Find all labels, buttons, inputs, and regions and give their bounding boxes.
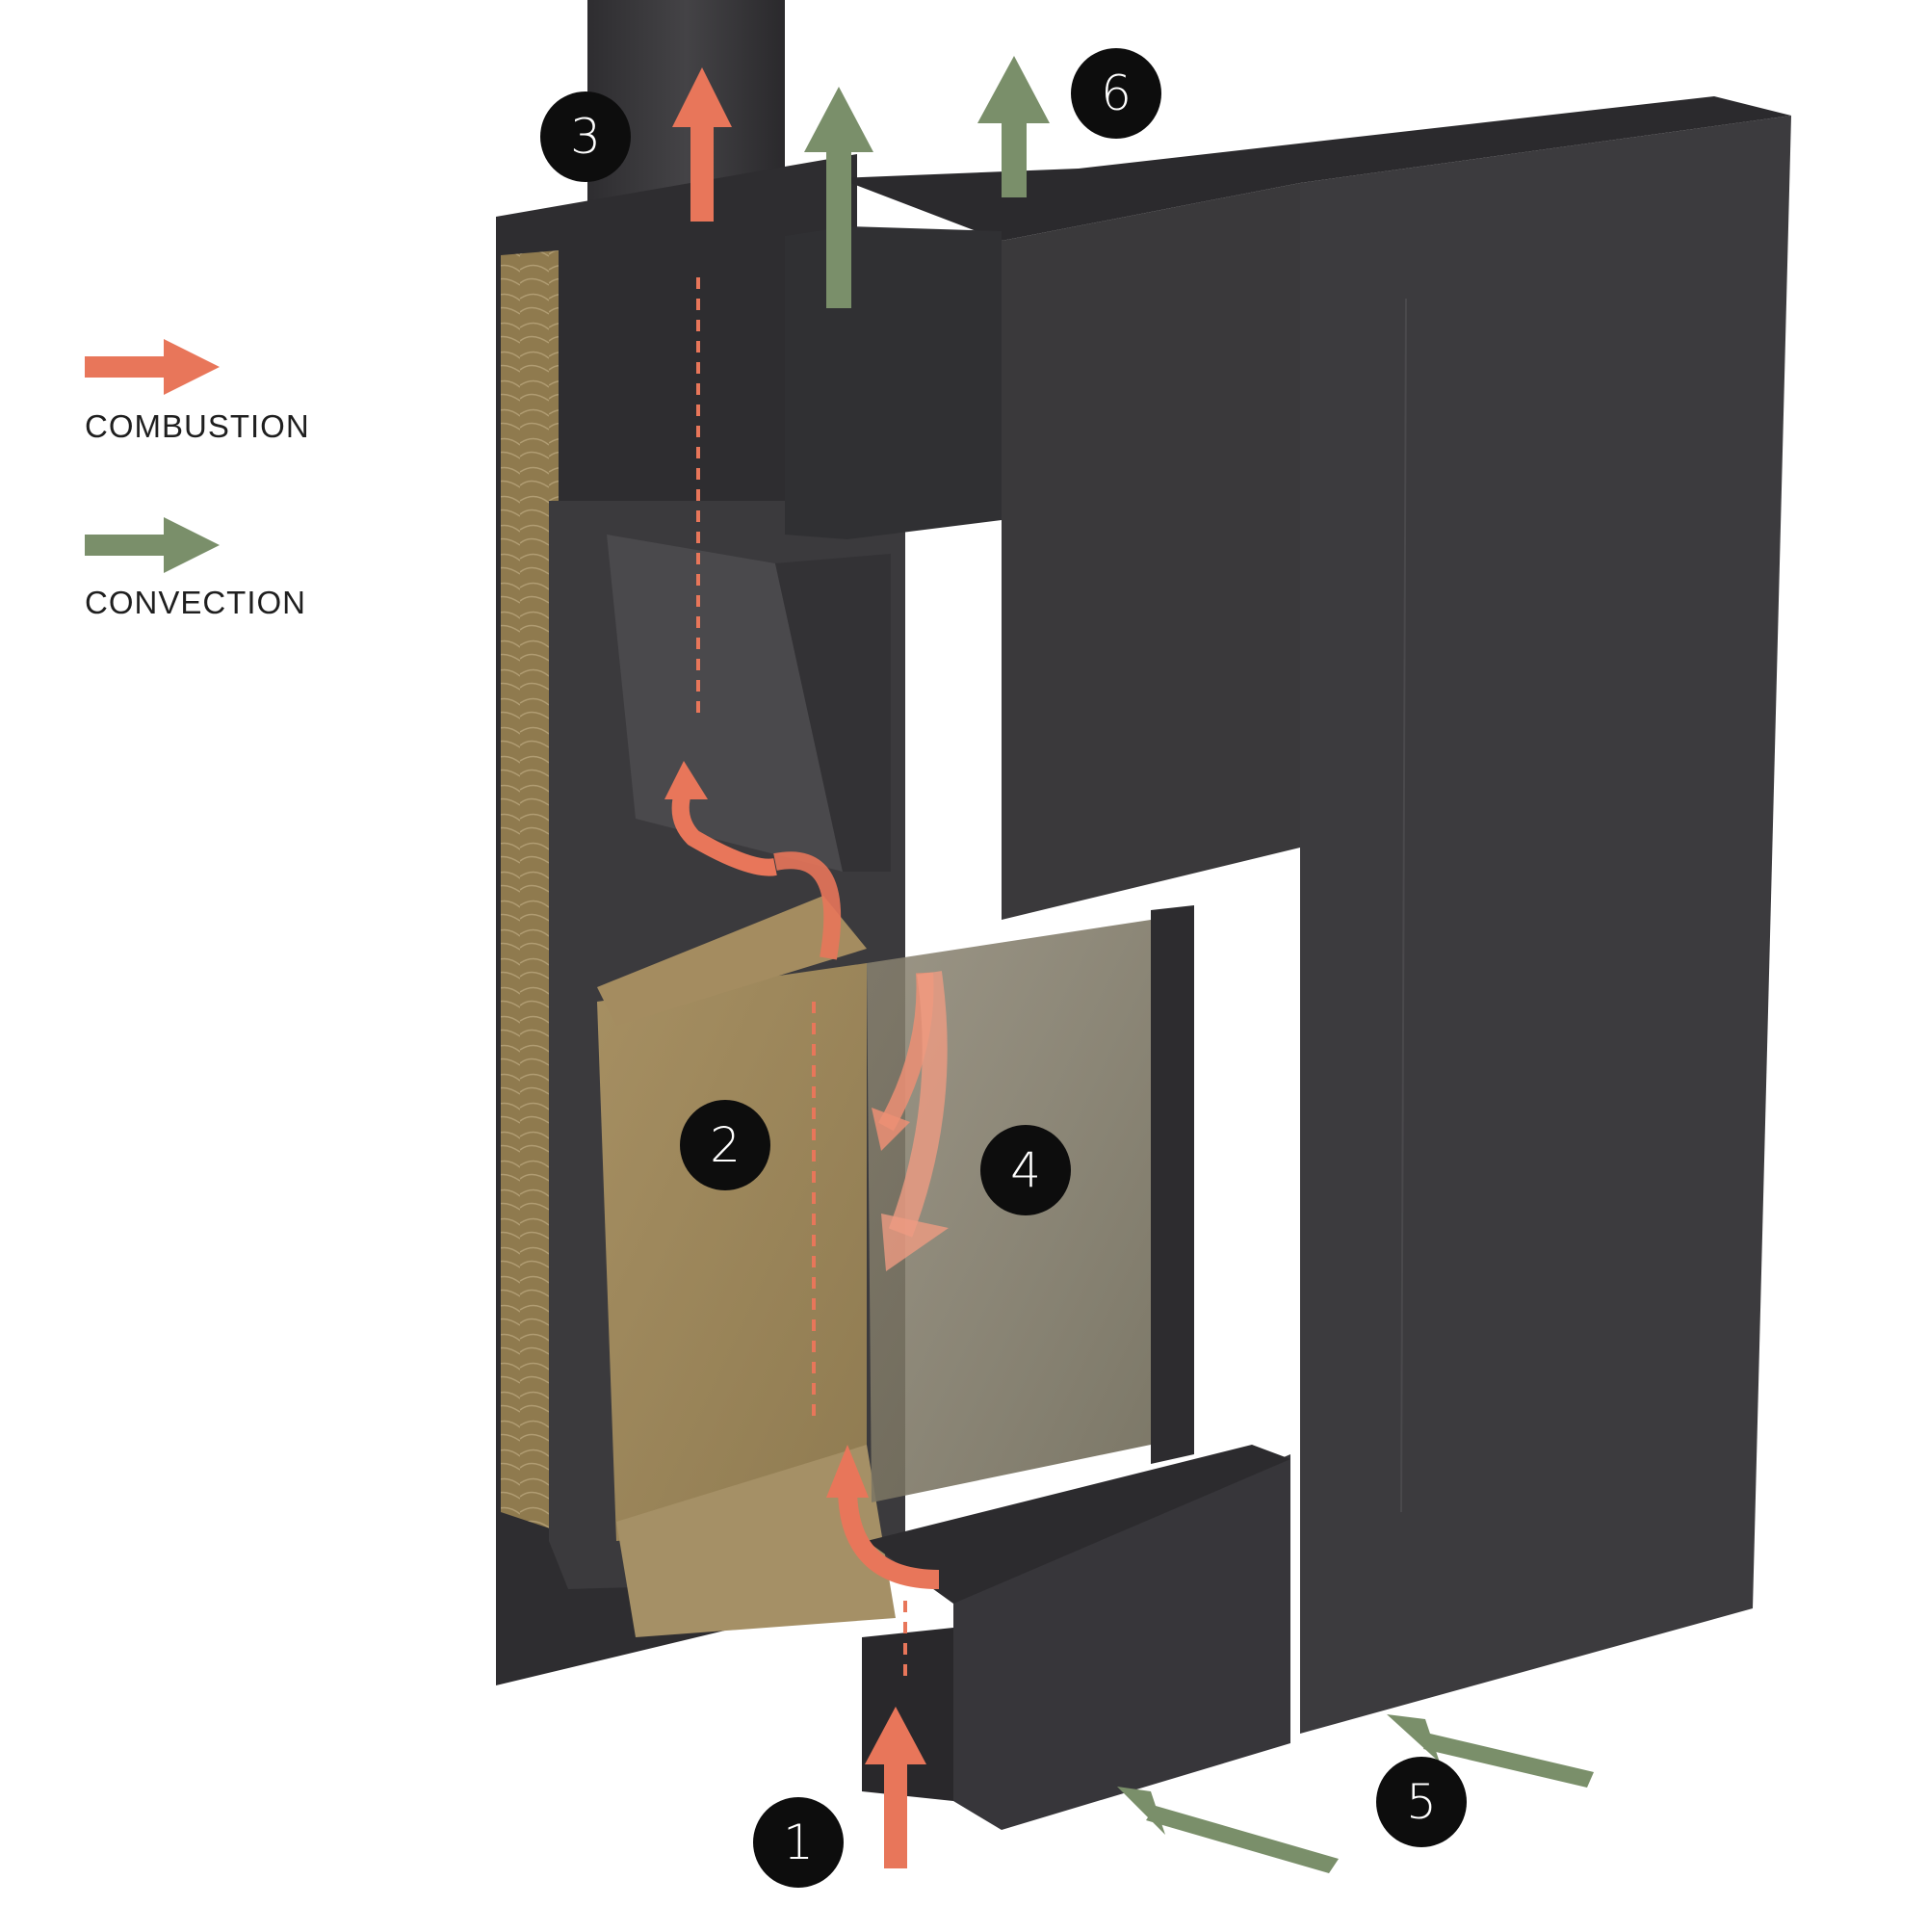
casing-top-edge — [838, 96, 1791, 241]
legend-combustion-arrow-icon — [85, 339, 220, 395]
glass-door-frame — [1151, 905, 1194, 1464]
casing-seam — [1400, 298, 1407, 1513]
combustion-arrow-baffle — [671, 787, 777, 876]
casing-main — [1300, 116, 1791, 1734]
inlet-duct — [862, 1628, 953, 1801]
legend-convection-label: CONVECTION — [85, 585, 307, 620]
combustion-arrow-floor-head — [826, 1445, 869, 1498]
hood-side — [775, 554, 891, 872]
marker-2: 2 — [680, 1100, 770, 1190]
casing-upper — [1002, 183, 1300, 920]
legend-convection-arrow-icon — [85, 517, 220, 573]
marker-6: 6 — [1071, 48, 1161, 139]
convection-duct — [785, 226, 1002, 539]
combustion-arrow-glass-1-head — [872, 1108, 910, 1151]
convection-arrow-top-left — [804, 87, 873, 308]
smoke-hood — [607, 535, 843, 872]
casing-lower — [953, 1454, 1290, 1830]
combustion-arrow-chimney — [672, 67, 732, 222]
convection-arrow-bottom-left — [1117, 1787, 1339, 1873]
combustion-arrow-glass-2-head — [881, 1214, 949, 1271]
marker-5: 5 — [1376, 1757, 1467, 1847]
casing-lower-top — [867, 1445, 1290, 1604]
firebrick-back-wall — [597, 963, 867, 1541]
legend-combustion-label: COMBUSTION — [85, 408, 310, 444]
convection-arrow-top-right — [977, 56, 1050, 197]
convection-arrow-bottom-right — [1387, 1714, 1594, 1788]
firebrick-baffle — [597, 896, 867, 1026]
combustion-arrow-glass-2 — [888, 971, 948, 1238]
firebrick-floor — [616, 1445, 896, 1637]
combustion-arrow-baffle-head — [664, 761, 708, 799]
insulation-layer — [501, 250, 559, 1531]
combustion-arrow-hood — [773, 851, 842, 960]
marker-1: 1 — [753, 1797, 844, 1888]
marker-4: 4 — [980, 1125, 1071, 1215]
combustion-arrow-inlet — [865, 1707, 926, 1868]
marker-3: 3 — [540, 91, 631, 182]
combustion-arrow-floor — [838, 1487, 940, 1589]
